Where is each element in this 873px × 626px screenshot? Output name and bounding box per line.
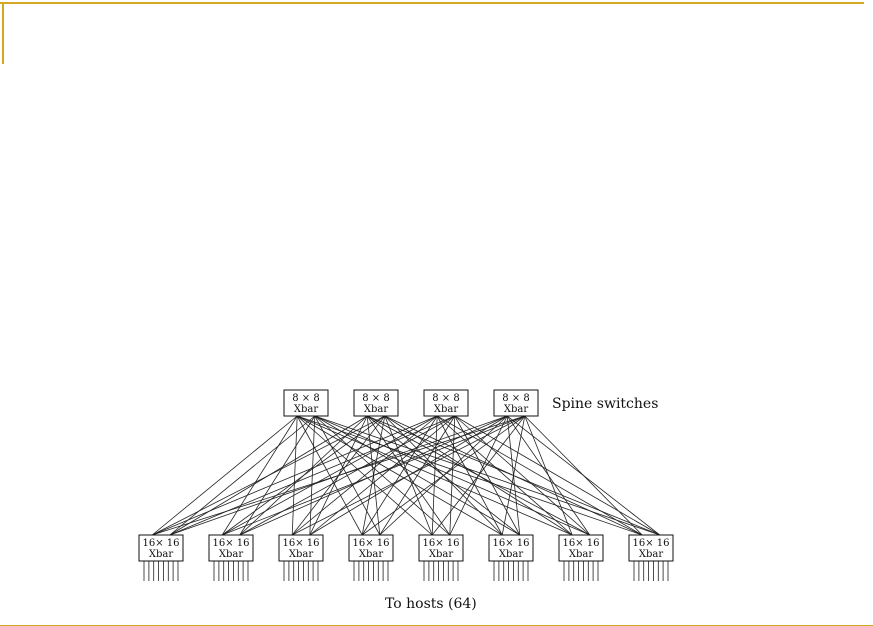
leaf-switch-size: 16× 16 [562,538,599,549]
leaf-switch-box [488,534,534,562]
host-port-lines [143,561,669,581]
link-line [292,415,525,536]
spine-switch-size: 8 × 8 [502,393,529,404]
spine-switch-box [493,389,539,417]
leaf-switch-type: Xbar [359,549,383,560]
link-line [169,415,316,536]
slide-frame-left-rule [2,2,4,64]
leaf-switch-size: 16× 16 [352,538,389,549]
link-line [436,415,503,536]
leaf-switch-type: Xbar [569,549,593,560]
spine-switch-type: Xbar [504,404,528,415]
link-line [449,415,456,536]
spine-switch-size: 8 × 8 [362,393,389,404]
leaf-switch-box [348,534,394,562]
link-line [291,415,438,536]
spine-switch-box [353,389,399,417]
link-line [309,415,456,536]
spine-switch-box [283,389,329,417]
link-line [221,415,298,536]
leaf-switch-size: 16× 16 [212,538,249,549]
link-line [436,415,643,536]
link-line [454,415,521,536]
link-line [239,415,455,536]
leaf-switch-size: 16× 16 [492,538,529,549]
leaf-switch-type: Xbar [149,549,173,560]
leaf-switch-type: Xbar [639,549,663,560]
leaf-switch-type: Xbar [429,549,453,560]
link-line [222,415,438,536]
spine-switches-label: Spine switches [552,396,658,412]
link-line [239,415,316,536]
spine-leaf-links [151,415,661,536]
spine-switch-type: Xbar [434,404,458,415]
link-line [454,415,661,536]
spine-switch-type: Xbar [364,404,388,415]
leaf-switch-box [208,534,254,562]
link-line [169,415,455,536]
link-line [379,415,456,536]
leaf-switch-box [558,534,604,562]
link-line [524,415,643,536]
spine-switch-size: 8 × 8 [432,393,459,404]
link-line [431,415,438,536]
spine-switch-box [423,389,469,417]
spine-switch-size: 8 × 8 [292,393,319,404]
to-hosts-label: To hosts (64) [385,596,477,612]
link-line [436,415,573,536]
link-line [151,415,298,536]
leaf-switch-type: Xbar [219,549,243,560]
leaf-switch-size: 16× 16 [142,538,179,549]
link-line [152,415,438,536]
link-line [454,415,591,536]
leaf-switch-box [418,534,464,562]
leaf-switch-box [628,534,674,562]
leaf-switch-size: 16× 16 [282,538,319,549]
leaf-switch-size: 16× 16 [632,538,669,549]
leaf-switch-box [278,534,324,562]
leaf-switch-type: Xbar [499,549,523,560]
link-line [361,415,438,536]
spine-switch-type: Xbar [294,404,318,415]
leaf-switch-box [138,534,184,562]
leaf-switch-type: Xbar [289,549,313,560]
slide-frame-top-rule [0,2,864,4]
link-line [501,415,526,536]
leaf-switch-size: 16× 16 [422,538,459,549]
